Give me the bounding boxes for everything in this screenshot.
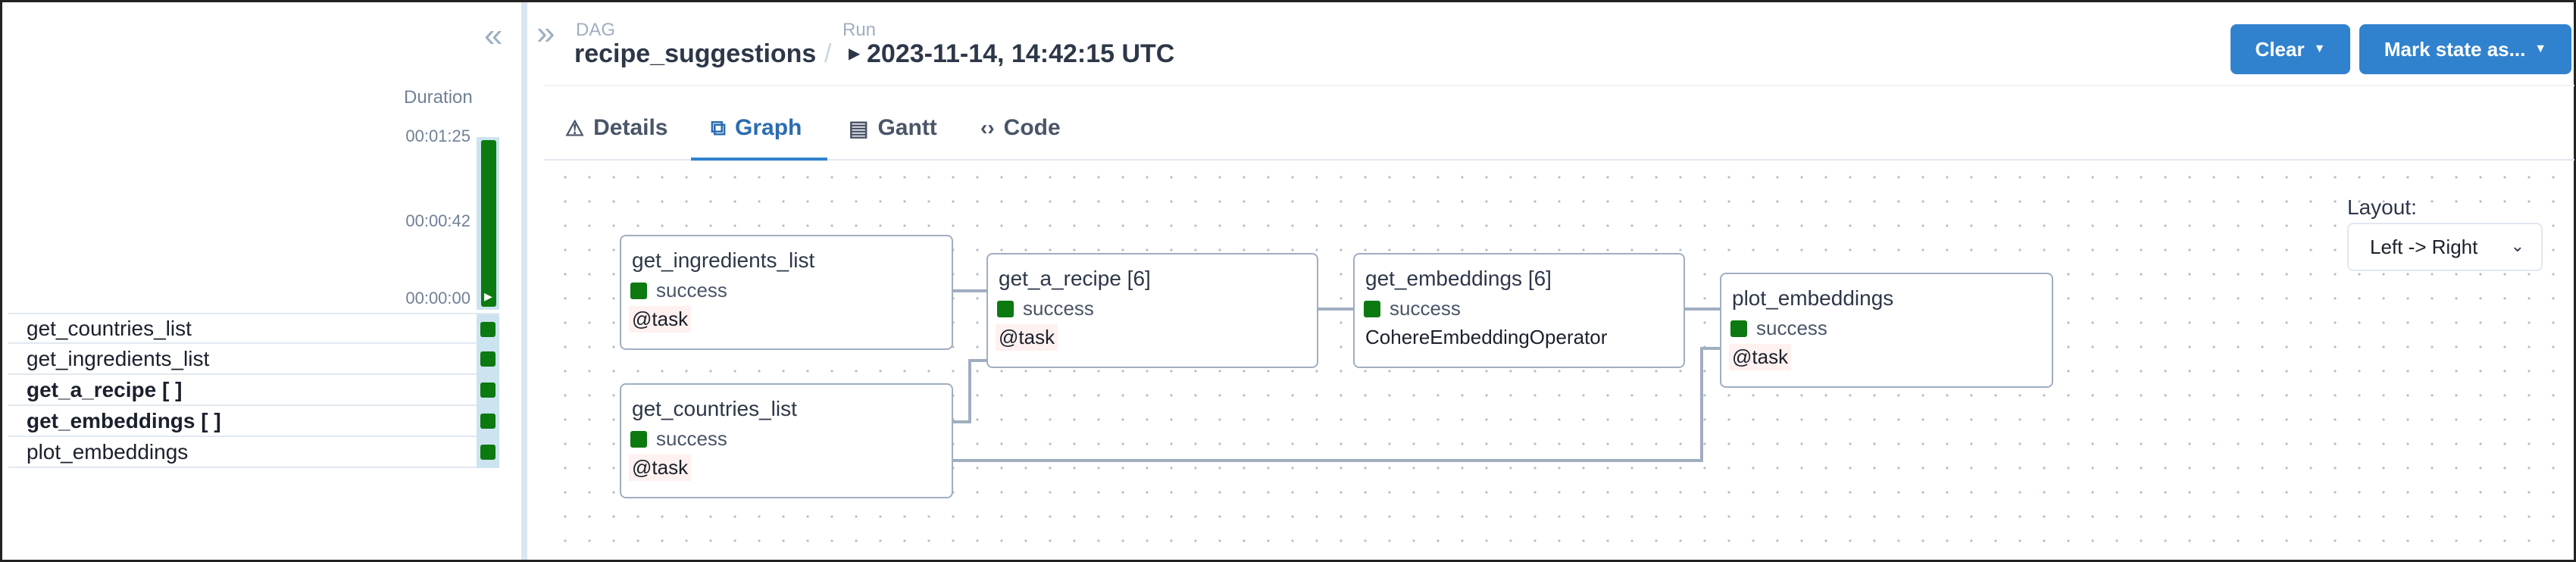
node-get-ingredients-list[interactable]: get_ingredients_list success @task — [620, 235, 953, 350]
node-name: get_countries_list — [632, 397, 797, 420]
success-state-icon — [630, 282, 647, 299]
task-instance-cell — [477, 375, 499, 406]
node-operator: @task — [629, 306, 692, 333]
task-row[interactable]: get_embeddings [ ] — [8, 406, 499, 437]
graph-canvas[interactable]: get_ingredients_list success @task get_c… — [549, 161, 2570, 560]
duration-tick-zero: 00:00:00 — [405, 289, 470, 308]
task-name[interactable]: get_countries_list — [27, 316, 192, 340]
node-state: success — [630, 279, 727, 302]
chevron-down-icon: ▼ — [2313, 42, 2326, 55]
task-name[interactable]: get_ingredients_list — [27, 346, 210, 370]
run-breadcrumb-link[interactable]: 2023-11-14, 14:42:15 UTC — [867, 39, 1175, 68]
expand-details-icon[interactable]: » — [536, 14, 555, 52]
node-state-label: success — [656, 427, 727, 450]
run-duration-bar[interactable] — [481, 140, 496, 307]
task-name[interactable]: get_a_recipe [ ] — [27, 377, 183, 401]
tab-label: Details — [593, 115, 668, 140]
task-row[interactable]: plot_embeddings — [8, 437, 499, 468]
grid-panel: « Duration 00:01:25 00:00:42 00:00:00 ▶ … — [2, 2, 519, 560]
task-instance-cell — [477, 344, 499, 375]
layout-label: Layout: — [2347, 195, 2417, 219]
tab-label: Code — [1003, 115, 1061, 140]
run-play-icon: ▶ — [484, 290, 492, 302]
duration-tick-mid: 00:00:42 — [405, 211, 470, 230]
task-row[interactable]: get_countries_list — [8, 313, 499, 345]
mark-state-button-label: Mark state as... — [2384, 37, 2526, 61]
tab-gantt[interactable]: ▤ Gantt — [849, 115, 937, 141]
task-name[interactable]: plot_embeddings — [27, 439, 189, 464]
node-state: success — [1730, 317, 1827, 340]
node-name: get_a_recipe [6] — [999, 267, 1151, 290]
task-list: get_countries_list get_ingredients_list … — [8, 313, 499, 468]
collapse-grid-icon[interactable]: « — [484, 17, 503, 54]
edge-countries-to-recipe — [953, 359, 988, 423]
node-state-label: success — [1390, 297, 1461, 320]
success-state-icon — [1730, 320, 1747, 337]
node-state-label: success — [1023, 297, 1094, 320]
breadcrumb-separator: / — [824, 39, 832, 68]
edge-countries-to-plot — [953, 347, 1720, 462]
node-get-embeddings[interactable]: get_embeddings [6] success CohereEmbeddi… — [1353, 253, 1685, 368]
mark-state-button[interactable]: Mark state as... ▼ — [2359, 24, 2571, 74]
duration-tick-max: 00:01:25 — [405, 126, 470, 145]
node-name: get_embeddings [6] — [1365, 267, 1552, 290]
edge-ingredients-to-recipe-b — [953, 289, 989, 309]
node-state: success — [630, 427, 727, 451]
panel-resize-handle[interactable] — [521, 2, 527, 560]
node-get-a-recipe[interactable]: get_a_recipe [6] success @task — [986, 253, 1318, 368]
graph-icon: ⧉ — [711, 115, 726, 139]
node-operator: CohereEmbeddingOperator — [1365, 326, 1608, 348]
dag-breadcrumb-link[interactable]: recipe_suggestions — [574, 39, 817, 68]
node-state-label: success — [656, 279, 727, 301]
clear-button[interactable]: Clear ▼ — [2231, 24, 2350, 74]
task-name[interactable]: get_embeddings [ ] — [27, 408, 221, 432]
task-instance-success[interactable] — [480, 445, 496, 460]
layout-select-value: Left -> Right — [2370, 235, 2478, 258]
gantt-icon: ▤ — [849, 116, 869, 140]
node-name: get_ingredients_list — [632, 248, 815, 272]
tab-label: Graph — [735, 115, 802, 140]
task-instance-cell — [477, 437, 499, 468]
chevron-down-icon: ⌄ — [2510, 236, 2524, 255]
layout-select[interactable]: Left -> Right ⌄ — [2347, 223, 2543, 271]
edge-ingredients-to-recipe — [953, 289, 989, 308]
task-row[interactable]: get_a_recipe [ ] — [8, 375, 499, 406]
tab-label: Gantt — [877, 115, 937, 140]
header-divider — [544, 85, 2574, 86]
node-operator: @task — [996, 324, 1058, 351]
task-instance-success[interactable] — [480, 382, 496, 398]
node-state-label: success — [1756, 317, 1827, 339]
node-get-countries-list[interactable]: get_countries_list success @task — [620, 383, 953, 498]
success-state-icon — [1364, 300, 1380, 317]
duration-label: Duration — [404, 87, 473, 108]
run-breadcrumb-label: Run — [843, 20, 877, 40]
chevron-down-icon: ▼ — [2534, 42, 2547, 55]
task-instance-success[interactable] — [480, 414, 496, 429]
task-row[interactable]: get_ingredients_list — [8, 344, 499, 375]
task-instance-success[interactable] — [480, 322, 496, 337]
task-instance-success[interactable] — [480, 351, 496, 367]
tabs-divider — [544, 159, 2574, 161]
tab-code[interactable]: ‹› Code — [980, 115, 1061, 141]
node-name: plot_embeddings — [1732, 286, 1894, 310]
node-plot-embeddings[interactable]: plot_embeddings success @task — [1720, 273, 2053, 388]
task-instance-cell — [477, 314, 499, 345]
run-type-icon: ▶ — [849, 45, 861, 62]
success-state-icon — [997, 300, 1014, 317]
code-icon: ‹› — [980, 116, 995, 139]
tab-details[interactable]: ⚠ Details — [565, 115, 668, 141]
node-operator: @task — [1729, 344, 1792, 370]
node-state: success — [997, 297, 1094, 320]
node-operator: @task — [629, 454, 692, 481]
active-tab-indicator — [691, 158, 827, 161]
tab-graph[interactable]: ⧉ Graph — [711, 115, 802, 141]
dag-breadcrumb-label: DAG — [576, 20, 616, 40]
task-instance-cell — [477, 406, 499, 437]
warning-triangle-icon: ⚠ — [565, 116, 585, 140]
clear-button-label: Clear — [2255, 37, 2305, 61]
node-state: success — [1364, 297, 1461, 320]
success-state-icon — [630, 430, 647, 448]
